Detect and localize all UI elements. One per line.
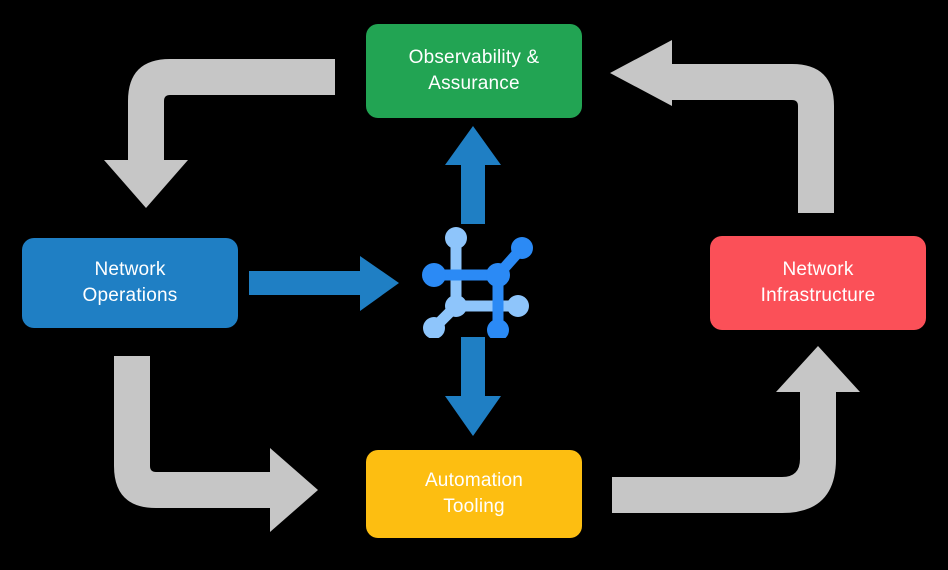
node-observability-and-assurance[interactable]: Observability & Assurance bbox=[366, 24, 582, 118]
cycle-arrow-network-infrastructure-to-observability bbox=[610, 40, 834, 213]
node-automation-tooling[interactable]: Automation Tooling bbox=[366, 450, 582, 538]
cycle-arrow-network-operations-to-automation-tooling bbox=[114, 356, 318, 532]
network-icon-light-nodes bbox=[423, 227, 529, 338]
node-network-operations[interactable]: Network Operations bbox=[22, 238, 238, 328]
cycle-arrow-automation-tooling-to-network-infrastructure bbox=[612, 346, 860, 513]
hub-arrow-down-to-automation-tooling bbox=[445, 337, 501, 436]
node-label-observability-and-assurance: Observability & Assurance bbox=[408, 47, 540, 94]
node-label-automation-tooling: Automation Tooling bbox=[424, 470, 524, 517]
node-network-infrastructure[interactable]: Network Infrastructure bbox=[710, 236, 926, 330]
cycle-arrow-observability-to-network-operations bbox=[104, 59, 335, 208]
node-label-network-operations: Network Operations bbox=[82, 259, 178, 306]
network-topology-icon bbox=[422, 227, 533, 338]
hub-arrow-up-to-observability bbox=[445, 126, 501, 224]
node-label-network-infrastructure: Network Infrastructure bbox=[760, 259, 876, 306]
network-icon-dark-nodes bbox=[422, 237, 533, 338]
hub-arrow-right-to-hub bbox=[249, 256, 399, 311]
